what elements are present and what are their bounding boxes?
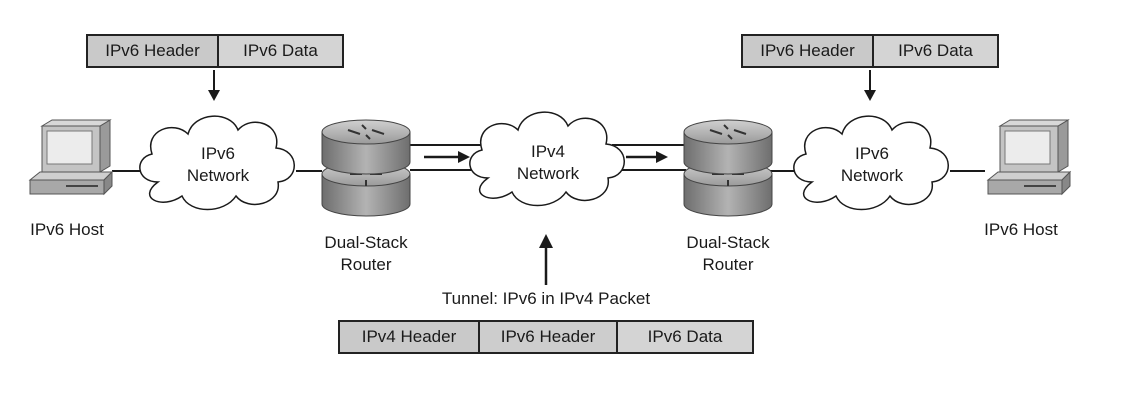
packet-tunnel: IPv4 Header IPv6 Header IPv6 Data [338,320,754,354]
router-right-icon [683,119,773,217]
cloud-label-line1: IPv6 [200,144,236,163]
tunnel-label: Tunnel: IPv6 in IPv4 Packet [441,289,651,308]
host-computer-left-icon [28,119,114,196]
router-label-line1: Dual-Stack [686,233,770,252]
packet-ipv6-left: IPv6 Header IPv6 Data [86,34,344,68]
packet-ipv6-data: IPv6 Data [616,322,752,352]
flow-arrow-left [458,151,470,163]
packet-ipv6-data: IPv6 Data [217,36,342,66]
packet-ipv6-header: IPv6 Header [88,36,217,66]
packet-ipv6-header: IPv6 Header [743,36,872,66]
cloud-label-line1: IPv4 [530,142,566,161]
packet-ipv6-data: IPv6 Data [872,36,997,66]
cloud-label-right: IPv6 Network [832,143,912,187]
packet-arrows [208,70,876,285]
cloud-label-line2: Network [840,166,904,185]
router-label-right: Dual-Stack Router [668,232,788,276]
host-label-right: IPv6 Host [984,220,1058,239]
tunnel-flow-arrows [424,151,668,163]
packet-ipv6-right: IPv6 Header IPv6 Data [741,34,999,68]
cloud-label-line2: Network [516,164,580,183]
packet-ipv6-header: IPv6 Header [478,322,616,352]
router-label-line1: Dual-Stack [324,233,408,252]
cloud-label-line1: IPv6 [854,144,890,163]
router-label-left: Dual-Stack Router [306,232,426,276]
cloud-label-middle: IPv4 Network [508,141,588,185]
router-label-line2: Router [340,255,392,274]
packet-ipv4-header: IPv4 Header [340,322,478,352]
router-label-line2: Router [702,255,754,274]
flow-arrow-right [656,151,668,163]
host-computer-right-icon [986,119,1072,196]
router-left-icon [321,119,411,217]
host-label-left: IPv6 Host [30,220,104,239]
cloud-label-line2: Network [186,166,250,185]
cloud-label-left: IPv6 Network [178,143,258,187]
